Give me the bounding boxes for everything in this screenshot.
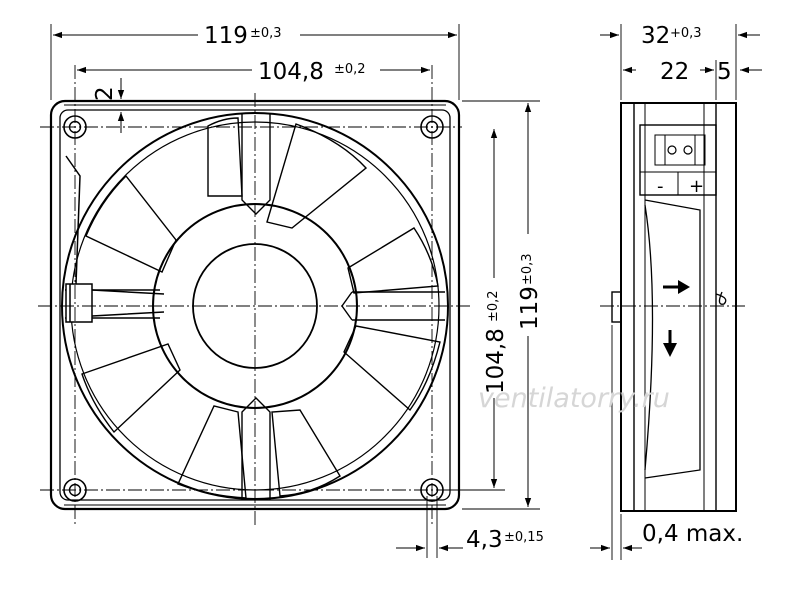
corner-offset-value: 2 (92, 86, 118, 101)
dimension-depth: 32 +0,3 (600, 23, 760, 100)
hole-spacing-v-value: 104,8 (483, 328, 509, 394)
height-value: 119 (517, 286, 543, 330)
depth-value: 32 (641, 23, 670, 49)
side-venturi (644, 199, 701, 479)
mounting-holes (63, 115, 444, 502)
hub-protrusion (611, 291, 622, 323)
dimension-width: 119 ±0,3 (50, 23, 460, 100)
dimension-hole-diameter: 4,3 ±0,15 (396, 496, 544, 558)
side-housing-outline (620, 102, 737, 512)
dimension-body-and-flange: 22 5 (623, 59, 762, 100)
height-tolerance: ±0,3 (520, 253, 535, 285)
fan-blades (81, 117, 441, 499)
arrow-right-icon (663, 280, 690, 294)
hole-spacing-v-tolerance: ±0,2 (486, 290, 501, 322)
arrow-down-icon (663, 330, 677, 357)
flange-value: 5 (717, 59, 732, 85)
dimension-hole-spacing-vertical: 104,8 ±0,2 (440, 129, 509, 491)
side-view: - + 32 +0,3 (590, 23, 762, 560)
protrusion-value: 0,4 max. (642, 521, 743, 547)
dimension-corner-offset: 2 (88, 78, 132, 133)
dimension-protrusion: 0,4 max. (590, 325, 743, 560)
width-value: 119 (204, 23, 248, 49)
body-value: 22 (660, 59, 689, 85)
dimension-hole-spacing-horizontal: 104,8 ±0,2 (77, 59, 430, 85)
depth-tolerance: +0,3 (670, 26, 702, 41)
cable-exit (715, 291, 727, 305)
hole-spacing-tolerance: ±0,2 (334, 62, 366, 77)
dimension-height: 119 ±0,3 (462, 100, 543, 510)
terminal-block-icon: - + (639, 124, 717, 197)
front-view: 119 ±0,3 104,8 ±0,2 2 104,8 ±0,2 (38, 23, 544, 558)
watermark: ventilatorry.ru (478, 383, 670, 414)
cable-clip (65, 155, 165, 323)
center-lines (38, 65, 470, 525)
hole-diameter-value: 4,3 (466, 527, 503, 553)
terminal-minus-label: - (657, 176, 664, 197)
hole-diameter-tolerance: ±0,15 (504, 530, 544, 545)
width-tolerance: ±0,3 (250, 26, 282, 41)
hole-spacing-value: 104,8 (258, 59, 324, 85)
terminal-plus-label: + (689, 176, 704, 197)
